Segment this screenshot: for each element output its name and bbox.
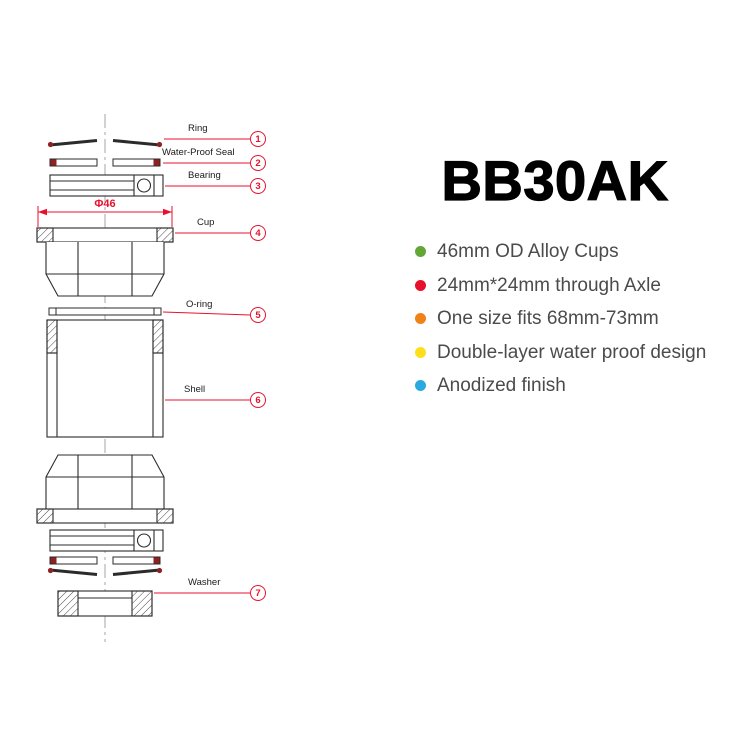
- lower-seal-tips: [50, 557, 160, 564]
- part-label-seal: Water-Proof Seal: [162, 147, 235, 158]
- oring-part: [48, 307, 162, 316]
- cup-part: [36, 227, 174, 297]
- feature-item: Double-layer water proof design: [415, 341, 707, 363]
- part-label-shell: Shell: [184, 384, 206, 395]
- part-label-bearing: Bearing: [188, 170, 221, 181]
- part-label-ring: Ring: [188, 123, 208, 134]
- product-title: BB30AK: [441, 148, 669, 212]
- ring-tips: [47, 141, 163, 148]
- feature-bullet-icon: [415, 346, 426, 358]
- seal-tips: [50, 159, 160, 166]
- part-callout-3: 3: [250, 178, 266, 194]
- part-callout-5: 5: [250, 307, 266, 323]
- lower-seal-part: [49, 556, 161, 565]
- part-callout-4: 4: [250, 225, 266, 241]
- feature-list: 46mm OD Alloy Cups 24mm*24mm through Axl…: [405, 241, 707, 396]
- info-panel: BB30AK 46mm OD Alloy Cups 24mm*24mm thro…: [405, 148, 707, 409]
- lower-bearing-part: [49, 529, 164, 552]
- lower-ring-tips: [47, 567, 163, 574]
- part-callout-1: 1: [250, 131, 266, 147]
- feature-bullet-icon: [415, 246, 426, 257]
- feature-bullet-icon: [415, 380, 426, 391]
- feature-text: 46mm OD Alloy Cups: [437, 241, 619, 262]
- shell-part: [46, 319, 164, 438]
- feature-item: One size fits 68mm-73mm: [415, 308, 705, 329]
- feature-text: Double-layer water proof design: [437, 341, 707, 363]
- leader-lines: [154, 138, 251, 594]
- part-label-washer: Washer: [188, 577, 221, 588]
- feature-bullet-icon: [415, 313, 426, 324]
- feature-item: Anodized finish: [415, 375, 705, 396]
- feature-text: One size fits 68mm-73mm: [437, 308, 659, 329]
- bearing-part: [49, 174, 164, 197]
- dimension-label: Φ46: [94, 198, 116, 210]
- seal-part: [49, 158, 161, 167]
- dimension-lines: [37, 206, 173, 227]
- feature-text: 24mm*24mm through Axle: [437, 274, 661, 296]
- part-label-oring: O-ring: [186, 299, 213, 310]
- lower-ring-part: [49, 568, 161, 576]
- washer-part: [57, 590, 153, 617]
- part-callout-7: 7: [250, 585, 266, 601]
- feature-item: 24mm*24mm through Axle: [415, 275, 705, 296]
- part-label-cup: Cup: [197, 217, 215, 228]
- part-callout-6: 6: [250, 392, 266, 408]
- lower-cup-part: [36, 454, 174, 524]
- feature-bullet-icon: [415, 279, 426, 291]
- part-callout-2: 2: [250, 155, 266, 171]
- feature-item: 46mm OD Alloy Cups: [415, 241, 705, 262]
- feature-text: Anodized finish: [437, 375, 566, 396]
- ring-part: [49, 139, 161, 147]
